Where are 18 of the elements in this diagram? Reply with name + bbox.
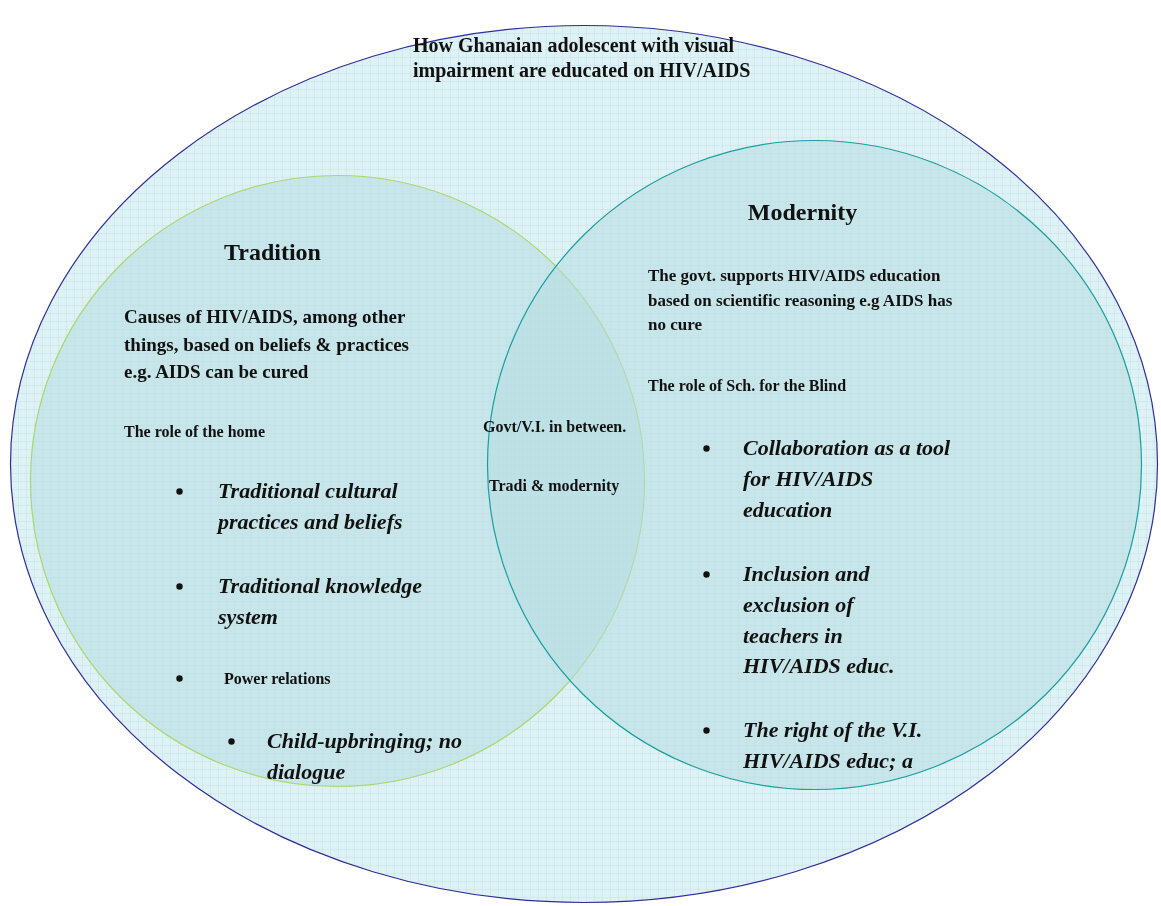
description-text: The govt. supports HIV/AIDS education based on scientific reasoning e.g AIDS has no cure [648, 265, 954, 337]
list-item: Inclusion and exclusion of teachers in HIV/AIDS educ. [743, 560, 896, 681]
ellipse-heading: How Ghanaian adolescent with visual impairment are educated on HIV/AIDS [413, 33, 752, 83]
description-text: Causes of HIV/AIDS, among other things, based on beliefs & practices e.g. AIDS can be cured [124, 305, 410, 385]
list-item: Traditional cultural practices and beliefs [218, 477, 404, 536]
overlap-label: Govt/V.I. in between. [483, 417, 627, 437]
circle-heading: Tradition [223, 238, 322, 267]
overlap-label: Tradi & modernity [489, 476, 620, 497]
section-heading: The role of the home [124, 422, 266, 442]
list-item: Power relations [224, 669, 332, 689]
list-item: Collaboration as a tool for HIV/AIDS education [743, 434, 952, 524]
circle-heading: Modernity [746, 198, 859, 227]
list-item: Child-upbringing; no dialogue [267, 727, 463, 786]
list-item: The right of the V.I. HIV/AIDS educ; a [743, 716, 924, 775]
section-heading: The role of Sch. for the Blind [648, 376, 848, 396]
list-item: Traditional knowledge system [218, 572, 423, 631]
venn-circle [30, 175, 645, 787]
outer-ellipse [10, 25, 1158, 903]
